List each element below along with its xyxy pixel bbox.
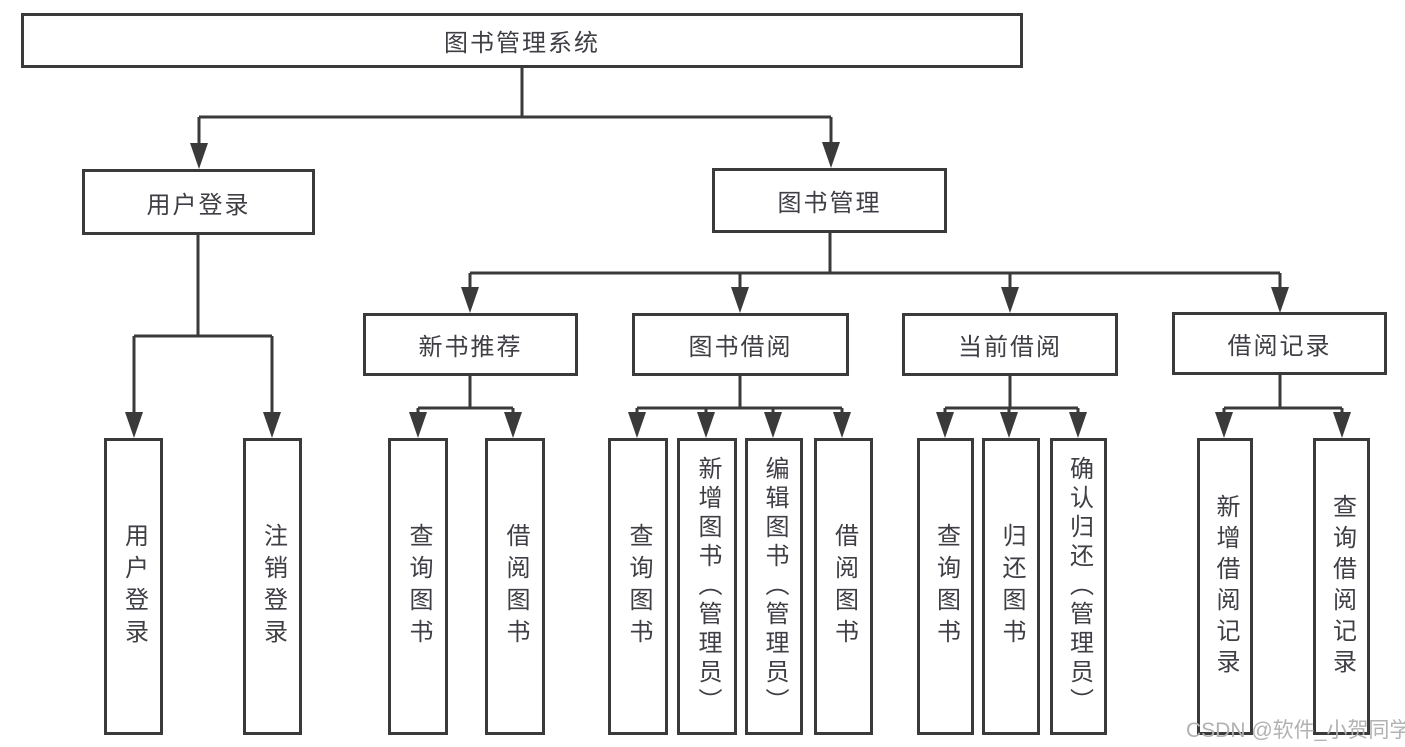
records-branch-line: [1222, 375, 1344, 416]
leaf-user-login: 用户登录: [104, 438, 163, 735]
node-root-label: 图书管理系统: [444, 30, 600, 57]
leaf-records-query: 查询借阅记录: [1313, 438, 1370, 735]
leaf-borrow-query-label: 查询图书: [625, 522, 652, 651]
leaf-current-query: 查询图书: [917, 438, 974, 735]
leaf-newbook-query-label: 查询图书: [405, 522, 432, 651]
leaf-current-confirm-admin-label: 确认归还（管理员）: [1065, 456, 1093, 717]
leaf-current-return-label: 归还图书: [998, 522, 1025, 651]
leaf-newbook-borrow-label: 借阅图书: [502, 522, 529, 651]
leaf-borrow-edit-admin-label: 编辑图书（管理员）: [761, 456, 788, 717]
node-current-borrow: 当前借阅: [902, 313, 1118, 376]
leaf-newbook-query: 查询图书: [388, 438, 448, 735]
leaf-user-login-label: 用户登录: [120, 522, 148, 651]
node-book-borrow: 图书借阅: [632, 313, 849, 376]
node-book-borrow-label: 图书借阅: [688, 334, 793, 361]
arrowheads: [125, 142, 1351, 438]
leaf-logout-label: 注销登录: [259, 522, 287, 651]
leaf-records-query-label: 查询借阅记录: [1328, 493, 1356, 680]
csdn-watermark: CSDN @软件_小贺同学: [1186, 719, 1405, 742]
leaf-borrow-query: 查询图书: [608, 438, 668, 735]
leaf-newbook-borrow: 借阅图书: [485, 438, 545, 735]
leaf-borrow-add-admin: 新增图书（管理员）: [677, 438, 737, 735]
node-new-book-recommend: 新书推荐: [363, 313, 578, 376]
node-borrow-records-label: 借阅记录: [1227, 333, 1332, 360]
leaf-records-add: 新增借阅记录: [1197, 438, 1253, 735]
leaf-current-return: 归还图书: [982, 438, 1040, 735]
user-branch-line: [132, 235, 274, 416]
node-user-login-label: 用户登录: [146, 191, 251, 219]
leaf-borrow-book-label: 借阅图书: [830, 522, 858, 651]
node-borrow-records: 借阅记录: [1172, 312, 1387, 375]
node-user-login: 用户登录: [82, 169, 315, 235]
leaf-current-query-label: 查询图书: [932, 522, 960, 651]
root-branch-line: [197, 68, 833, 147]
leaf-borrow-add-admin-label: 新增图书（管理员）: [694, 456, 721, 717]
leaf-records-add-label: 新增借阅记录: [1212, 493, 1239, 680]
leaf-current-confirm-admin: 确认归还（管理员）: [1050, 438, 1107, 735]
node-current-borrow-label: 当前借阅: [958, 334, 1062, 361]
mgmt-branch-line: [468, 233, 1282, 291]
node-new-book-recommend-label: 新书推荐: [418, 334, 523, 361]
current-branch-line: [943, 376, 1080, 416]
leaf-borrow-edit-admin: 编辑图书（管理员）: [745, 438, 803, 735]
borrow-branch-line: [635, 376, 844, 416]
leaf-borrow-book: 借阅图书: [814, 438, 873, 735]
node-book-management-label: 图书管理: [777, 190, 882, 217]
newbook-branch-line: [416, 376, 515, 416]
leaf-logout: 注销登录: [243, 438, 302, 735]
node-root: 图书管理系统: [21, 13, 1023, 68]
node-book-management: 图书管理: [712, 168, 947, 233]
